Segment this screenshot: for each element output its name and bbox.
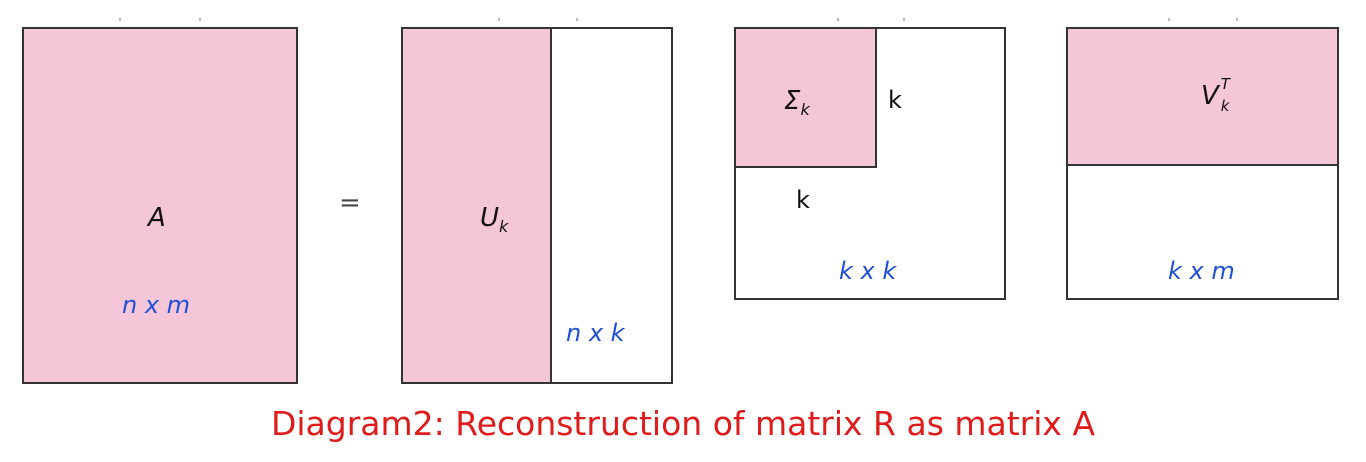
tick-mark — [498, 18, 500, 21]
matrix-u-box: Uk n x k — [401, 27, 673, 384]
matrix-a-symbol: A — [148, 203, 166, 233]
matrix-u-fill — [403, 29, 552, 382]
tick-mark — [1168, 18, 1170, 21]
diagram-caption: Diagram2: Reconstruction of matrix R as … — [270, 404, 1096, 443]
matrix-v-subscript: k — [1220, 97, 1230, 115]
tick-mark — [576, 18, 578, 21]
matrix-sigma-letter: Σ — [784, 86, 801, 116]
matrix-a-fill — [24, 29, 296, 382]
matrix-a-box: A n x m — [22, 27, 298, 384]
tick-mark — [903, 18, 905, 21]
matrix-u-symbol: Uk — [480, 203, 508, 236]
tick-mark — [837, 18, 839, 21]
matrix-u-subscript: k — [499, 217, 509, 237]
matrix-sigma-symbol: Σk — [784, 86, 810, 119]
tick-mark — [119, 18, 121, 21]
tick-mark — [199, 18, 201, 21]
matrix-v-dims: k x m — [1168, 257, 1235, 285]
matrix-sigma-dims: k x k — [839, 257, 897, 285]
matrix-sigma-subscript: k — [800, 100, 810, 120]
matrix-sigma-box: Σk k k k x k — [734, 27, 1006, 300]
matrix-u-dims: n x k — [566, 319, 625, 347]
matrix-v-superscript: T — [1220, 75, 1230, 93]
equals-sign: = — [339, 188, 361, 218]
matrix-sigma-col-label: k — [796, 186, 810, 214]
matrix-u-letter: U — [480, 203, 500, 233]
matrix-sigma-row-label: k — [888, 86, 902, 114]
matrix-v-letter: V — [1201, 81, 1219, 111]
tick-mark — [1236, 18, 1238, 21]
matrix-v-fill — [1068, 29, 1337, 166]
matrix-a-dims: n x m — [122, 291, 191, 319]
matrix-sigma-fill — [736, 29, 877, 168]
